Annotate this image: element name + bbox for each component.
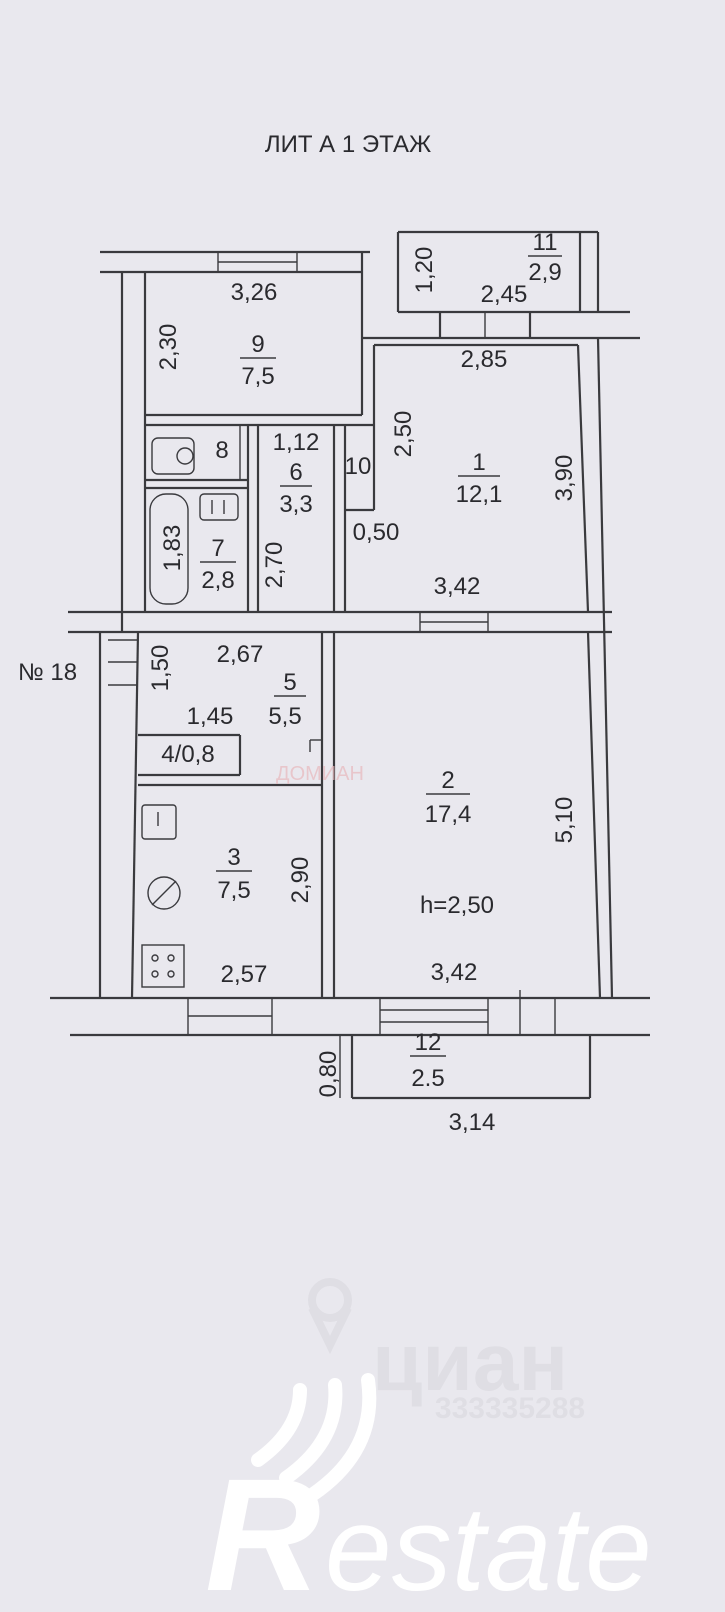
watermark-id: 333335288 [435,1392,585,1425]
plan-title: ЛИТ А 1 ЭТАЖ [265,131,431,158]
dim-r12-width: 3,14 [449,1109,496,1136]
cian-watermark: циан 333335288 [308,1278,585,1425]
kitchen-sink-icon [141,804,177,840]
apartment-number: № 18 [18,659,77,686]
dim-r10-width: 0,50 [353,519,400,546]
toilet-icon [151,437,195,475]
signal-arcs-icon [251,1373,377,1502]
room-2-number: 2 [441,767,454,794]
room-3-area: 7,5 [217,877,250,904]
sink-icon [199,493,239,521]
room-9-area: 7,5 [241,363,274,390]
room-5-number: 5 [283,669,296,696]
dim-r3-width: 2,57 [221,961,268,988]
logo-letter-r: R [205,1445,321,1612]
room-7-number: 7 [211,535,224,562]
location-pin-icon [308,1278,352,1355]
room-3-number: 3 [227,844,240,871]
ceiling-height: h=2,50 [420,892,494,919]
restate-logo: R estate [205,1373,652,1612]
dim-r1-top: 2,85 [461,346,508,373]
room-6-area: 3,3 [279,491,312,518]
dim-r5-height: 1,50 [147,645,174,692]
fixtures [141,437,322,988]
dim-r3-height: 2,90 [287,857,314,904]
dim-r1-bottom: 3,42 [434,573,481,600]
stove-icon [141,944,185,988]
dim-r5-inner: 1,45 [187,703,234,730]
dim-r12-height: 0,80 [315,1051,342,1098]
dim-r1-inner: 2,50 [390,411,417,458]
room-5-area: 5,5 [268,703,301,730]
room-11-area: 2,9 [528,259,561,286]
dim-r11-height: 1,20 [411,247,438,294]
watermark-brand: циан [372,1317,568,1408]
bathtub-icon [149,493,189,605]
dim-r11-width: 2,45 [481,281,528,308]
room-12-area: 2.5 [411,1065,444,1092]
boiler-icon [147,876,181,910]
room-4-label: 4/0,8 [161,741,214,768]
dim-r6-width: 1,12 [273,429,320,456]
room-6-number: 6 [289,459,302,486]
room-11-number: 11 [533,229,558,256]
dim-r2-height: 5,10 [551,797,578,844]
small-watermark: ДОМИАН [276,763,364,785]
labels: 3,26 2,30 9 7,5 1,20 11 2,9 2,45 2,85 2,… [18,229,578,1136]
room-9-number: 9 [251,331,264,358]
room-7-area: 2,8 [201,567,234,594]
dim-r1-right: 3,90 [551,455,578,502]
dim-r7-height: 1,83 [159,525,186,572]
dim-r6-height: 2,70 [261,542,288,589]
room-8-number: 8 [215,437,228,464]
dim-r9-height: 2,30 [155,324,182,371]
room-12-number: 12 [415,1029,442,1056]
dim-r5-width: 2,67 [217,641,264,668]
logo-text: estate [325,1482,652,1612]
room-1-number: 1 [472,449,485,476]
room-2-area: 17,4 [425,801,472,828]
room-10-number: 10 [345,453,372,480]
room-1-area: 12,1 [456,481,503,508]
dim-r2-width: 3,42 [431,959,478,986]
walls [50,230,650,1100]
dim-r9-width: 3,26 [231,279,278,306]
